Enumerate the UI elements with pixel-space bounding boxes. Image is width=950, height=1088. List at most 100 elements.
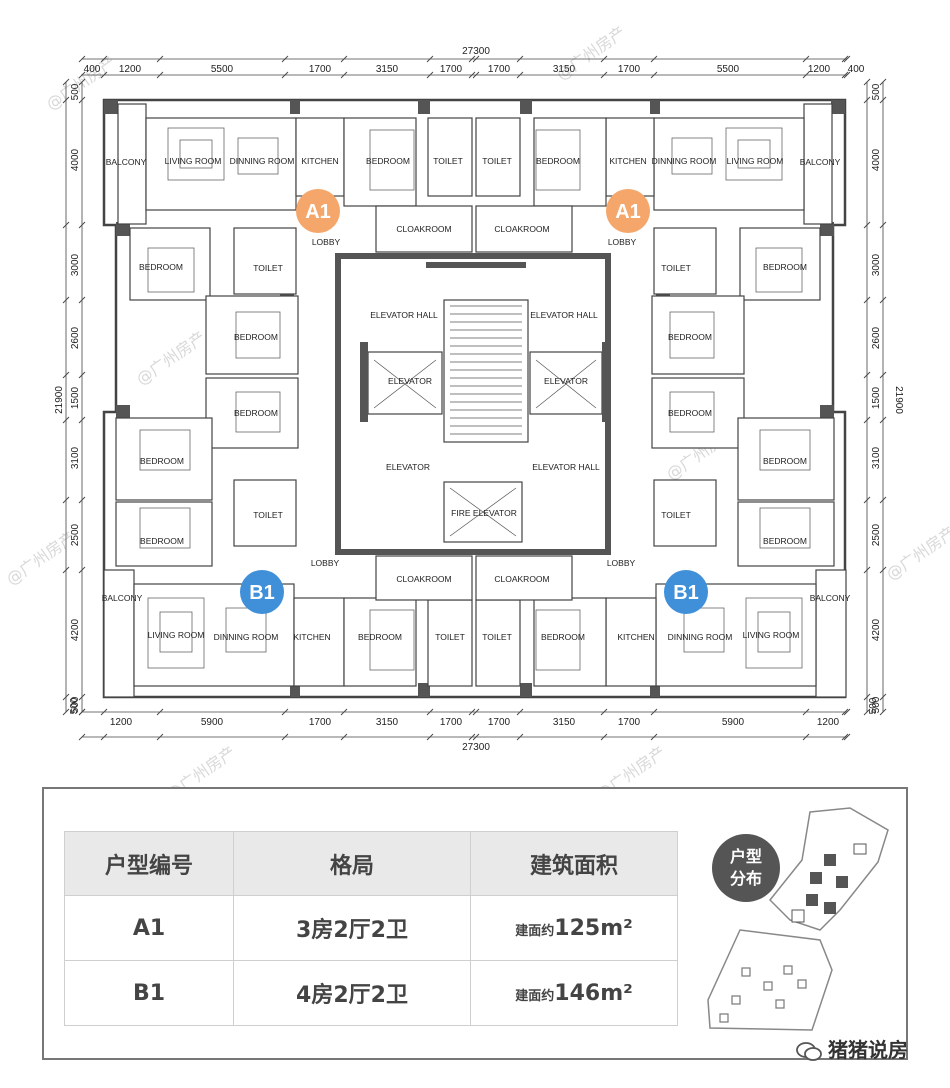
bottom-dim: 1700 bbox=[440, 717, 463, 728]
room-label-bedroom: BEDROOM bbox=[536, 156, 580, 166]
column-header-area: 建筑面积 bbox=[470, 831, 678, 896]
room-label-elevator: ELEVATOR bbox=[388, 376, 432, 386]
room-label-kitchen: KITCHEN bbox=[293, 632, 330, 642]
room-label-elevator-hall: ELEVATOR HALL bbox=[370, 310, 438, 320]
top-dim: 5500 bbox=[211, 64, 234, 75]
dimension-lines bbox=[65, 58, 884, 738]
right-dim: 2600 bbox=[871, 326, 882, 349]
room-label-elevator-hall: ELEVATOR HALL bbox=[532, 462, 600, 472]
room-label-dining-room: DINNING ROOM bbox=[668, 632, 733, 642]
building-markers bbox=[791, 843, 867, 923]
room-label-fire-elevator: FIRE ELEVATOR bbox=[451, 508, 517, 518]
room-label-lobby: LOBBY bbox=[607, 558, 636, 568]
room-label-cloakroom: CLOAKROOM bbox=[396, 224, 451, 234]
right-dim: 500 bbox=[871, 83, 882, 100]
top-dim: 1200 bbox=[119, 64, 142, 75]
bottom-dim: 3150 bbox=[376, 717, 399, 728]
room-label-balcony: BALCONY bbox=[800, 157, 841, 167]
unit-badge-a1: A1 bbox=[606, 189, 650, 233]
total-width-bottom: 27300 bbox=[462, 742, 490, 753]
table-row: A1 3房2厅2卫 建面约125m² bbox=[64, 895, 678, 961]
svg-text:B1: B1 bbox=[673, 582, 699, 604]
room-label-living-room: LIVING ROOM bbox=[148, 630, 205, 640]
svg-text:A1: A1 bbox=[305, 201, 331, 223]
bottom-dim: 3150 bbox=[553, 717, 576, 728]
core bbox=[335, 253, 611, 555]
column-header-layout: 格局 bbox=[233, 831, 471, 896]
total-depth-right: 21900 bbox=[893, 386, 904, 414]
bottom-dim: 1700 bbox=[309, 717, 332, 728]
center-toilets bbox=[375, 117, 573, 687]
left-dim: 3100 bbox=[70, 446, 81, 469]
room-label-kitchen: KITCHEN bbox=[301, 156, 338, 166]
right-dim: 3100 bbox=[871, 446, 882, 469]
floor-plan: 27300 27300 21900 21900 400 1200 5500 17… bbox=[54, 46, 904, 753]
top-dim: 1700 bbox=[618, 64, 641, 75]
bottom-dim: 1200 bbox=[110, 717, 133, 728]
furniture bbox=[139, 127, 811, 671]
left-dim: 2600 bbox=[70, 326, 81, 349]
top-dim: 1200 bbox=[808, 64, 831, 75]
area-prefix: 建面约 bbox=[515, 923, 555, 939]
top-dim: 1700 bbox=[440, 64, 463, 75]
top-dim: 5500 bbox=[717, 64, 740, 75]
unit-badge-b1: B1 bbox=[664, 570, 708, 614]
room-label-cloakroom: CLOAKROOM bbox=[494, 574, 549, 584]
room-label-lobby: LOBBY bbox=[608, 237, 637, 247]
unit-area: 建面约146m² bbox=[470, 960, 678, 1026]
room-label-bedroom: BEDROOM bbox=[139, 262, 183, 272]
top-dim: 1700 bbox=[488, 64, 511, 75]
site-block-upper bbox=[768, 807, 889, 931]
room-label-bedroom: BEDROOM bbox=[366, 156, 410, 166]
room-label-balcony: BALCONY bbox=[810, 593, 851, 603]
unit-code: A1 bbox=[64, 895, 234, 961]
room-label-cloakroom: CLOAKROOM bbox=[494, 224, 549, 234]
area-value: 146m² bbox=[554, 980, 633, 1006]
area-value: 125m² bbox=[554, 915, 633, 941]
room-label-bedroom: BEDROOM bbox=[358, 632, 402, 642]
left-dim: 1500 bbox=[70, 386, 81, 409]
left-dim: 3000 bbox=[70, 253, 81, 276]
room-label-dining-room: DINNING ROOM bbox=[214, 632, 279, 642]
left-dim: 2500 bbox=[70, 523, 81, 546]
room-label-kitchen: KITCHEN bbox=[609, 156, 646, 166]
key-plan-label-circle bbox=[712, 834, 780, 902]
room-label-lobby: LOBBY bbox=[312, 237, 341, 247]
bottom-dim: 5900 bbox=[201, 717, 224, 728]
column-header-unit-code: 户型编号 bbox=[64, 831, 234, 896]
left-dim: 4200 bbox=[70, 618, 81, 641]
room-label-bedroom: BEDROOM bbox=[763, 262, 807, 272]
left-dim: 500 bbox=[70, 83, 81, 100]
site-block-lower bbox=[707, 929, 833, 1031]
room-label-balcony: BALCONY bbox=[102, 593, 143, 603]
room-label-toilet: TOILET bbox=[482, 632, 512, 642]
unit-badge-b1: B1 bbox=[240, 570, 284, 614]
top-dim: 3150 bbox=[553, 64, 576, 75]
building-markers-lower bbox=[719, 965, 807, 1023]
table-header-row: 户型编号 格局 建筑面积 bbox=[64, 831, 678, 896]
unit-badge-a1: A1 bbox=[296, 189, 340, 233]
room-label-toilet: TOILET bbox=[253, 263, 283, 273]
key-plan-label: 分布 bbox=[730, 869, 762, 888]
room-label-bedroom: BEDROOM bbox=[763, 456, 807, 466]
svg-text:A1: A1 bbox=[615, 201, 641, 223]
right-dim: 1500 bbox=[871, 386, 882, 409]
key-plan-label: 户型 bbox=[730, 847, 762, 866]
room-label-dining-room: DINNING ROOM bbox=[230, 156, 295, 166]
room-label-bedroom: BEDROOM bbox=[668, 332, 712, 342]
area-prefix: 建面约 bbox=[515, 988, 555, 1004]
room-label-kitchen: KITCHEN bbox=[617, 632, 654, 642]
wechat-icon bbox=[796, 1041, 822, 1061]
account-name: 猪猪说房 bbox=[828, 1038, 908, 1062]
unit-layout: 3房2厅2卫 bbox=[233, 895, 471, 961]
room-label-bedroom: BEDROOM bbox=[140, 536, 184, 546]
bottom-dim: 1700 bbox=[488, 717, 511, 728]
room-label-bedroom: BEDROOM bbox=[140, 456, 184, 466]
room-label-dining-room: DINNING ROOM bbox=[652, 156, 717, 166]
site-key-plan: 户型 分布 bbox=[707, 807, 889, 1031]
room-label-toilet: TOILET bbox=[482, 156, 512, 166]
left-dim: 4000 bbox=[70, 148, 81, 171]
dimension-ticks bbox=[62, 55, 887, 741]
right-dim: 2500 bbox=[871, 523, 882, 546]
top-dim: 400 bbox=[84, 64, 101, 75]
